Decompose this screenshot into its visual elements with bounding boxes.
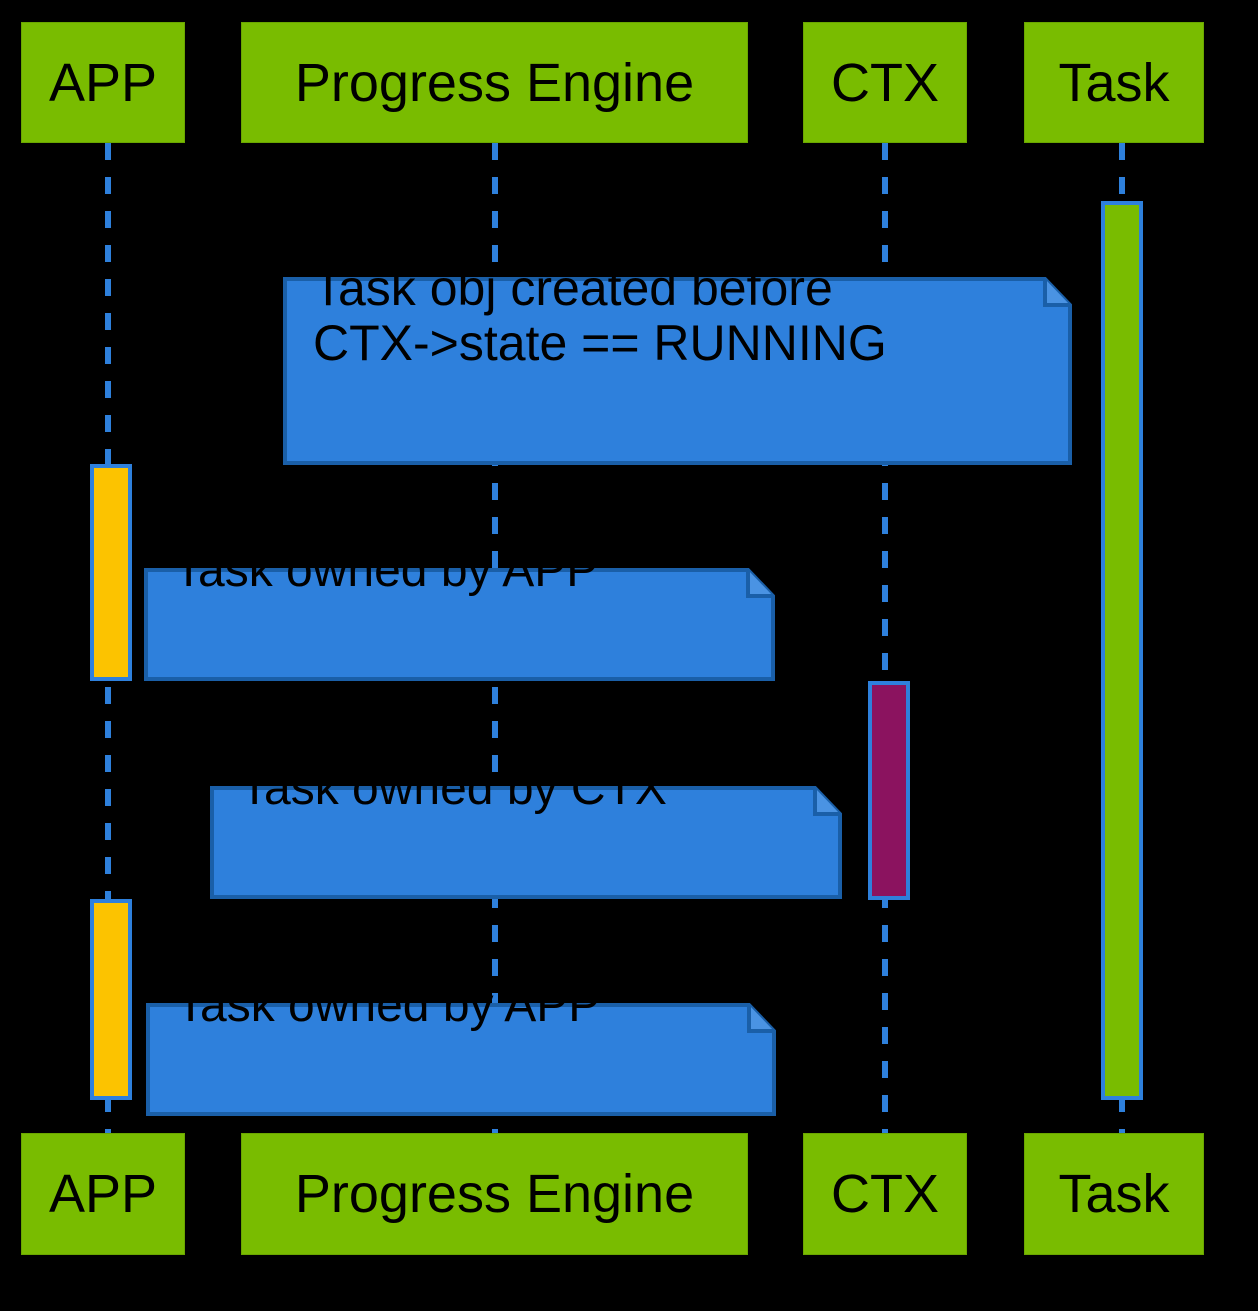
activation-bar-app-1[interactable]: [90, 464, 132, 681]
note-shape: [144, 515, 775, 681]
activation-bar-ctx[interactable]: [868, 681, 910, 900]
note-task-owned-by-ctx[interactable]: Task owned by CTX: [210, 733, 842, 899]
note-shape: [210, 733, 842, 899]
participant-app-top[interactable]: APP: [21, 22, 185, 143]
participant-ctx-top[interactable]: CTX: [803, 22, 967, 143]
participant-ctx-bottom-label: CTX: [831, 1164, 939, 1224]
participant-task-bottom-label: Task: [1058, 1164, 1170, 1224]
participant-ctx-top-label: CTX: [831, 52, 939, 113]
note-task-owned-by-app-1[interactable]: Task owned by APP: [144, 515, 775, 681]
participant-app-bottom-label: APP: [48, 1164, 158, 1224]
activation-bar-app-2[interactable]: [90, 899, 132, 1100]
lifeline-ctx: [882, 143, 888, 1134]
participant-task-top[interactable]: Task: [1024, 22, 1204, 143]
participant-progress-engine-bottom-label: Progress Engine: [294, 1164, 695, 1224]
note-shape: [146, 950, 776, 1116]
participant-ctx-bottom[interactable]: CTX: [803, 1133, 967, 1255]
note-task-owned-by-app-2-text: Task owned by APP: [176, 979, 601, 1033]
participant-task-bottom[interactable]: Task: [1024, 1133, 1204, 1255]
note-task-owned-by-app-2[interactable]: Task owned by APP: [146, 950, 776, 1116]
note-task-owned-by-app-1-text: Task owned by APP: [174, 544, 599, 598]
note-task-owned-by-ctx-text: Task owned by CTX: [240, 762, 667, 816]
participant-progress-engine-bottom[interactable]: Progress Engine: [241, 1133, 748, 1255]
note-shape: [283, 222, 1072, 465]
participant-task-top-label: Task: [1058, 52, 1170, 113]
participant-app-bottom[interactable]: APP: [21, 1133, 185, 1255]
note-task-obj-created[interactable]: Task obj created before CTX->state == RU…: [283, 222, 1072, 465]
participant-app-top-label: APP: [48, 52, 158, 113]
activation-bar-task[interactable]: [1101, 201, 1143, 1100]
note-task-obj-created-text: Task obj created before CTX->state == RU…: [313, 260, 887, 371]
participant-progress-engine-top[interactable]: Progress Engine: [241, 22, 748, 143]
participant-progress-engine-top-label: Progress Engine: [294, 52, 695, 113]
